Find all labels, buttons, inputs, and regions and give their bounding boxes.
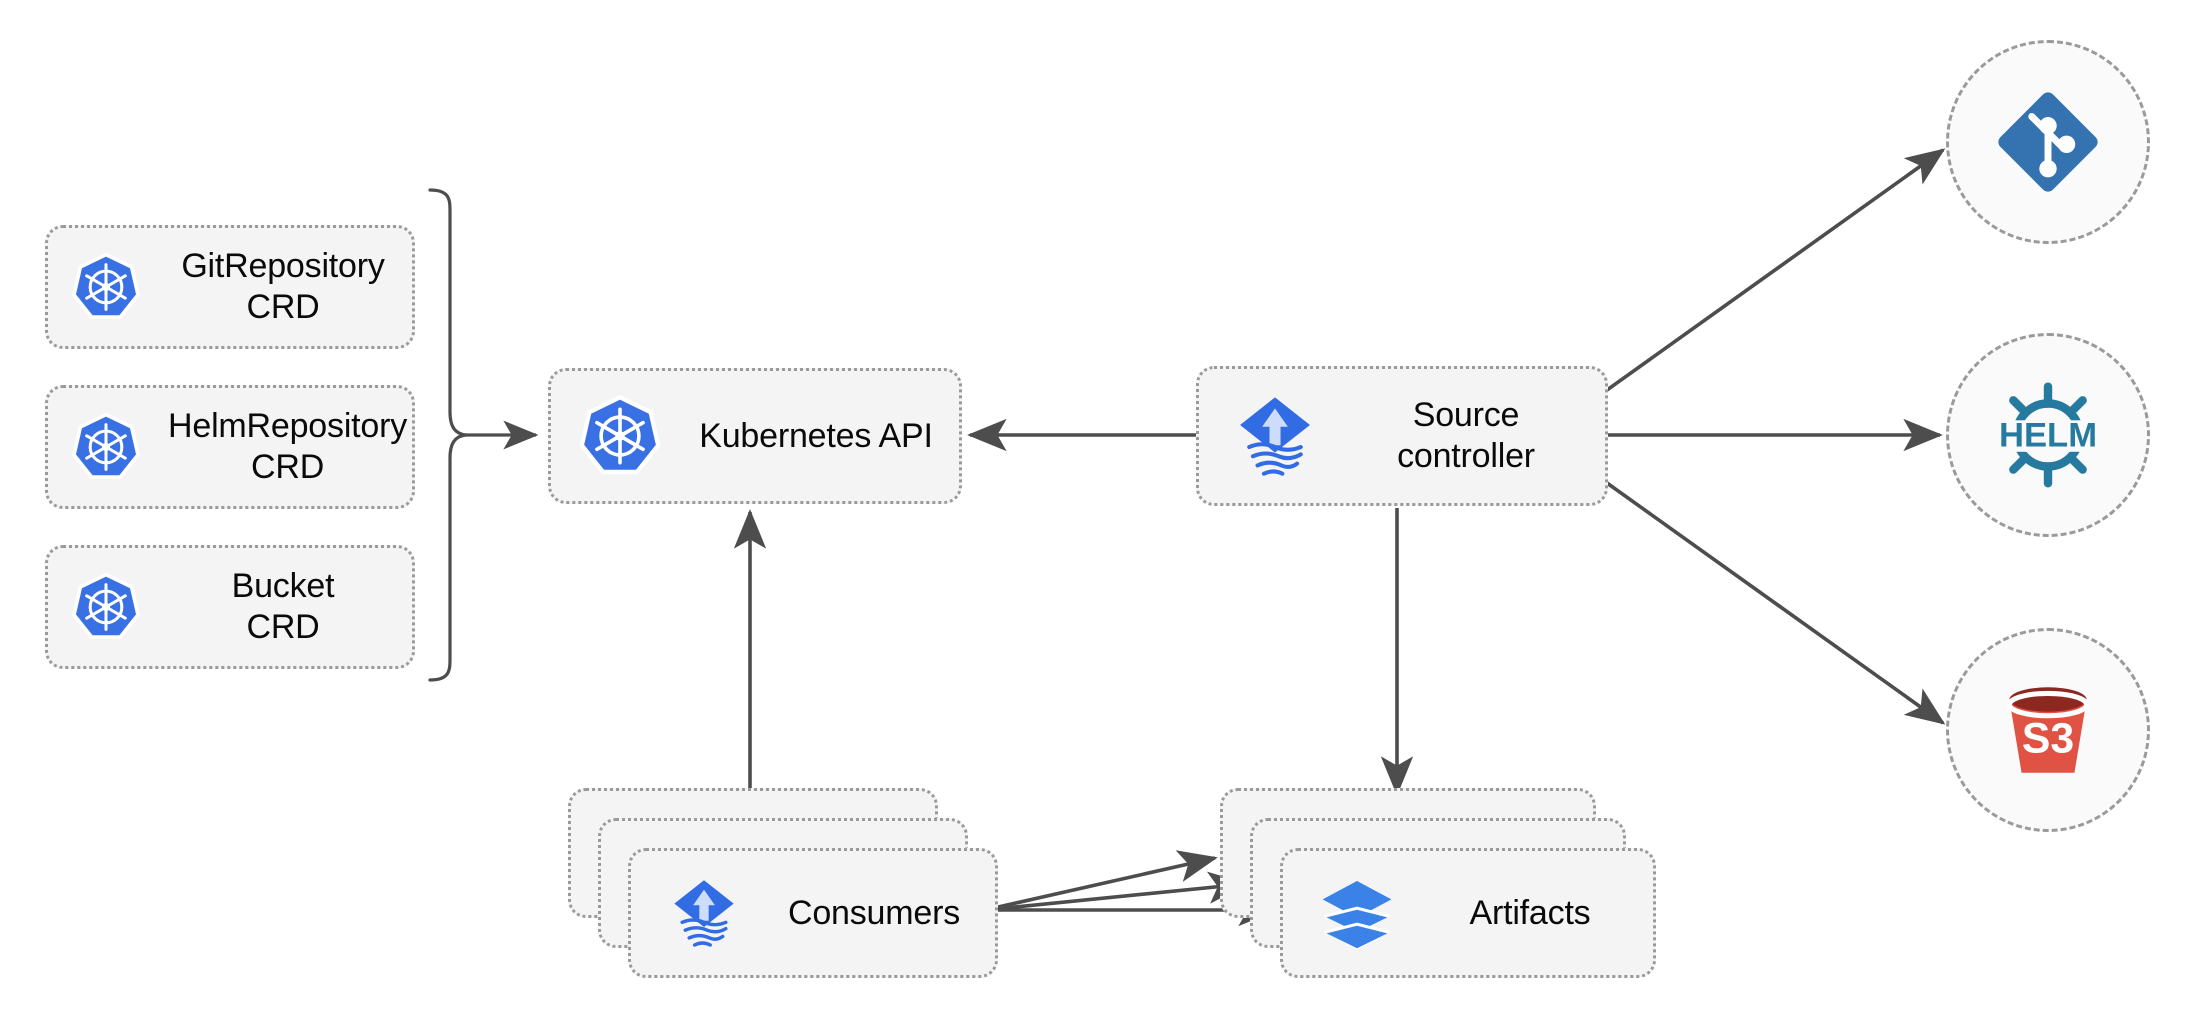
flux-icon: [1240, 397, 1310, 476]
node-s3[interactable]: S3: [1946, 628, 2150, 832]
node-label: Bucket CRD: [231, 567, 335, 646]
helm-label: HELM: [1999, 417, 2097, 455]
node-gitrepository-crd[interactable]: GitRepository CRD: [45, 225, 415, 349]
helm-icon: HELM: [1991, 382, 2105, 488]
node-label: Artifacts: [1469, 893, 1591, 932]
layers-icon: [1322, 881, 1392, 950]
crd-group-brace: [428, 188, 468, 682]
edge-consumers-to-artifacts-1: [984, 850, 1218, 912]
node-git[interactable]: [1946, 40, 2150, 244]
node-kubernetes-api[interactable]: Kubernetes API: [548, 368, 962, 504]
edge-source-controller-to-git: [1598, 148, 1946, 397]
node-label: Kubernetes API: [699, 416, 933, 455]
consumers-card-front[interactable]: Consumers: [628, 848, 998, 978]
artifacts-card-front[interactable]: Artifacts: [1280, 848, 1656, 978]
node-label: HelmRepository CRD: [168, 407, 408, 486]
node-consumers[interactable]: Consumers: [568, 788, 998, 988]
node-bucket-crd[interactable]: Bucket CRD: [45, 545, 415, 669]
kubernetes-icon: [72, 572, 140, 639]
flux-icon: [674, 880, 734, 947]
node-helm[interactable]: HELM: [1946, 333, 2150, 537]
node-artifacts[interactable]: Artifacts: [1220, 788, 1660, 988]
s3-icon: S3: [2006, 687, 2090, 773]
node-source-controller[interactable]: Source controller: [1196, 366, 1608, 506]
node-label: Source controller: [1397, 396, 1535, 475]
edge-source-controller-to-s3: [1598, 476, 1946, 725]
node-label: Consumers: [787, 893, 961, 932]
s3-label: S3: [2022, 714, 2074, 762]
node-label: GitRepository CRD: [181, 247, 385, 326]
node-helmrepository-crd[interactable]: HelmRepository CRD: [45, 385, 415, 509]
kubernetes-icon: [579, 395, 661, 475]
kubernetes-icon: [72, 252, 140, 319]
kubernetes-icon: [72, 412, 140, 479]
edge-consumers-to-artifacts-2: [984, 871, 1248, 912]
git-icon: [1998, 92, 2098, 192]
